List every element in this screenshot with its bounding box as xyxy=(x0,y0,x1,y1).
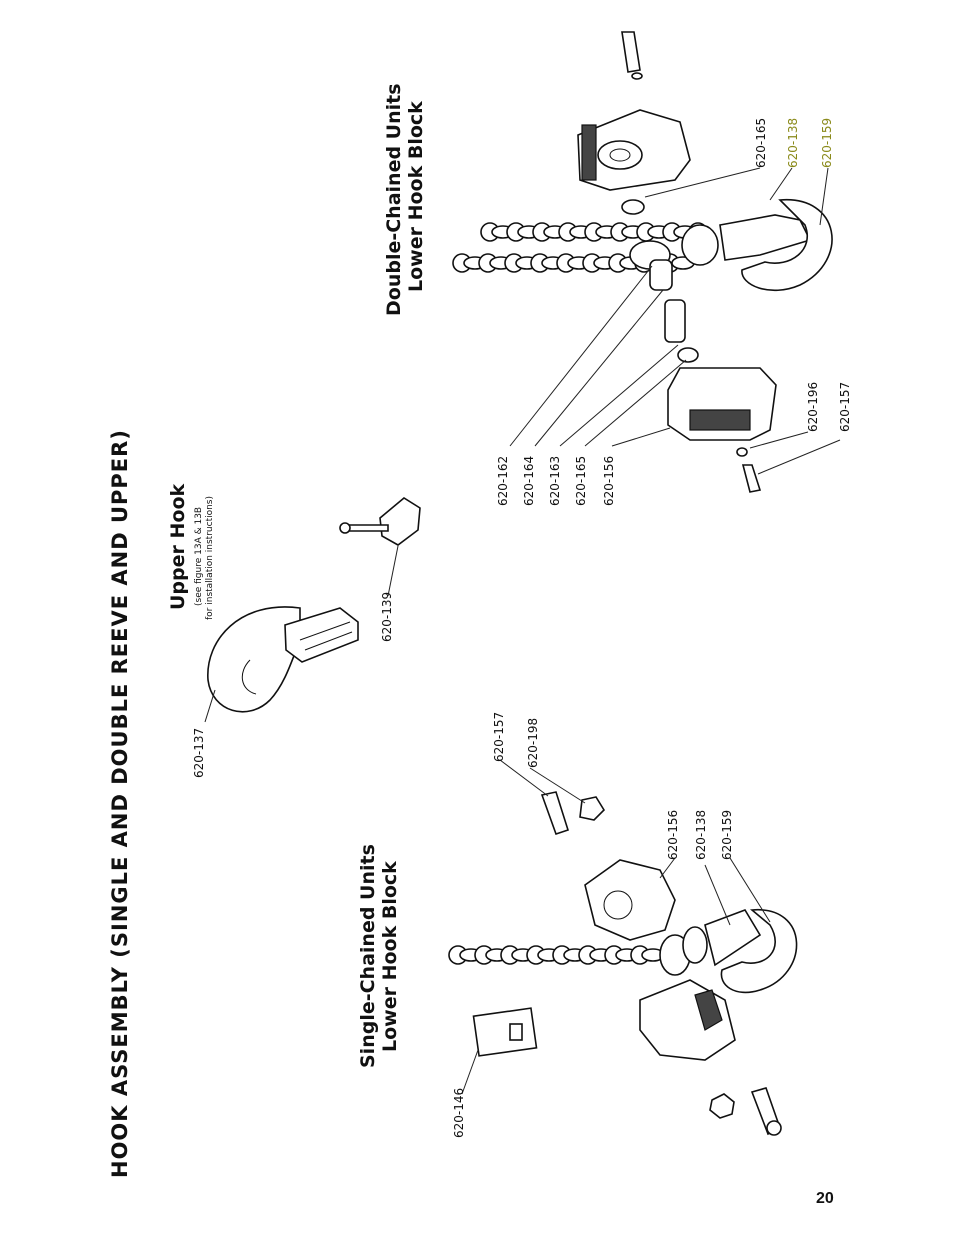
label-double-bottom-1: 620-164 xyxy=(522,455,536,506)
label-double-bottom-0: 620-162 xyxy=(496,455,510,506)
label-double-top-1: 620-138 xyxy=(786,117,800,168)
upper-hook-heading: Upper Hook xyxy=(167,483,189,610)
label-single-2: 620-156 xyxy=(666,809,680,860)
upper-hook-note-2: for installation instructions) xyxy=(205,495,215,620)
label-single-4: 620-159 xyxy=(720,809,734,860)
label-single-3: 620-138 xyxy=(694,809,708,860)
label-upper-1: 620-139 xyxy=(380,591,394,642)
label-double-top-2: 620-159 xyxy=(820,117,834,168)
label-double-top-0: 620-165 xyxy=(754,117,768,168)
label-double-bottom-4: 620-156 xyxy=(602,455,616,506)
label-double-bottom-3: 620-165 xyxy=(574,455,588,506)
page-number: 20 xyxy=(816,1190,834,1207)
label-single-1: 620-198 xyxy=(526,717,540,768)
upper-hook-drawing xyxy=(207,497,421,713)
label-double-right-0: 620-196 xyxy=(806,381,820,432)
label-double-right-1: 620-157 xyxy=(838,381,852,432)
single-block-drawing xyxy=(448,791,798,1136)
page-title: HOOK ASSEMBLY (SINGLE AND DOUBLE REEVE A… xyxy=(108,429,132,1178)
double-heading-1: Double-Chained Units xyxy=(383,83,405,316)
upper-hook-note-1: (see figure 13A & 13B xyxy=(194,506,204,606)
label-double-bottom-2: 620-163 xyxy=(548,455,562,506)
leader-lines xyxy=(204,167,841,1095)
double-heading-2: Lower Hook Block xyxy=(405,101,427,292)
single-heading-2: Lower Hook Block xyxy=(379,861,401,1052)
label-single-5: 620-146 xyxy=(452,1087,466,1138)
single-heading-1: Single-Chained Units xyxy=(357,844,379,1068)
label-upper-0: 620-137 xyxy=(192,727,206,778)
label-single-0: 620-157 xyxy=(492,711,506,762)
double-block-drawing xyxy=(452,31,833,493)
